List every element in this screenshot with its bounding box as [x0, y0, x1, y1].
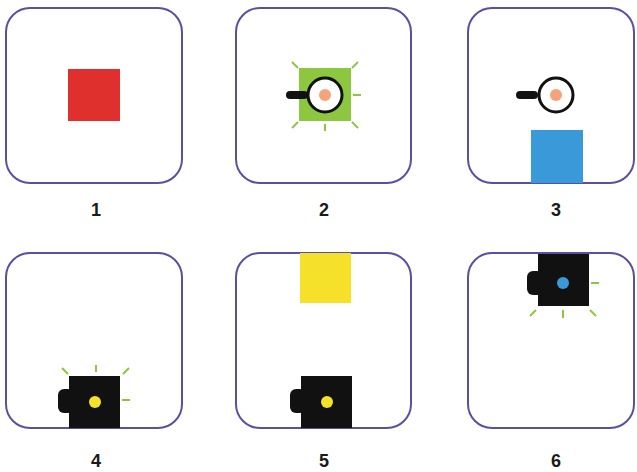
- red-square: [68, 69, 120, 121]
- robot-light: [321, 396, 333, 408]
- yellow-square: [300, 253, 351, 303]
- lens-dot: [319, 89, 331, 101]
- panel-number: 4: [91, 452, 101, 470]
- panel-number: 6: [551, 452, 561, 470]
- robot-light: [557, 277, 569, 289]
- panel-number: 2: [319, 201, 329, 219]
- black-robot: [538, 254, 589, 306]
- panel-number: 3: [551, 201, 561, 219]
- green-square: [299, 68, 351, 121]
- lens-ring: [308, 78, 342, 112]
- black-robot: [301, 376, 352, 428]
- panel-frame: [468, 8, 634, 183]
- lens-ring: [539, 78, 573, 112]
- panel-frame: [468, 253, 634, 428]
- panel-frame: [236, 8, 411, 183]
- lens-handle: [516, 91, 538, 99]
- panel-frame: [6, 253, 182, 428]
- panel-number: 5: [319, 452, 329, 470]
- black-robot: [69, 376, 120, 428]
- panel-frame: [6, 8, 182, 183]
- robot-light: [89, 396, 101, 408]
- panel-frame: [236, 253, 411, 428]
- lens-handle: [286, 91, 308, 99]
- lens-dot: [550, 89, 562, 101]
- panel-number: 1: [91, 201, 101, 219]
- blue-square: [531, 130, 583, 183]
